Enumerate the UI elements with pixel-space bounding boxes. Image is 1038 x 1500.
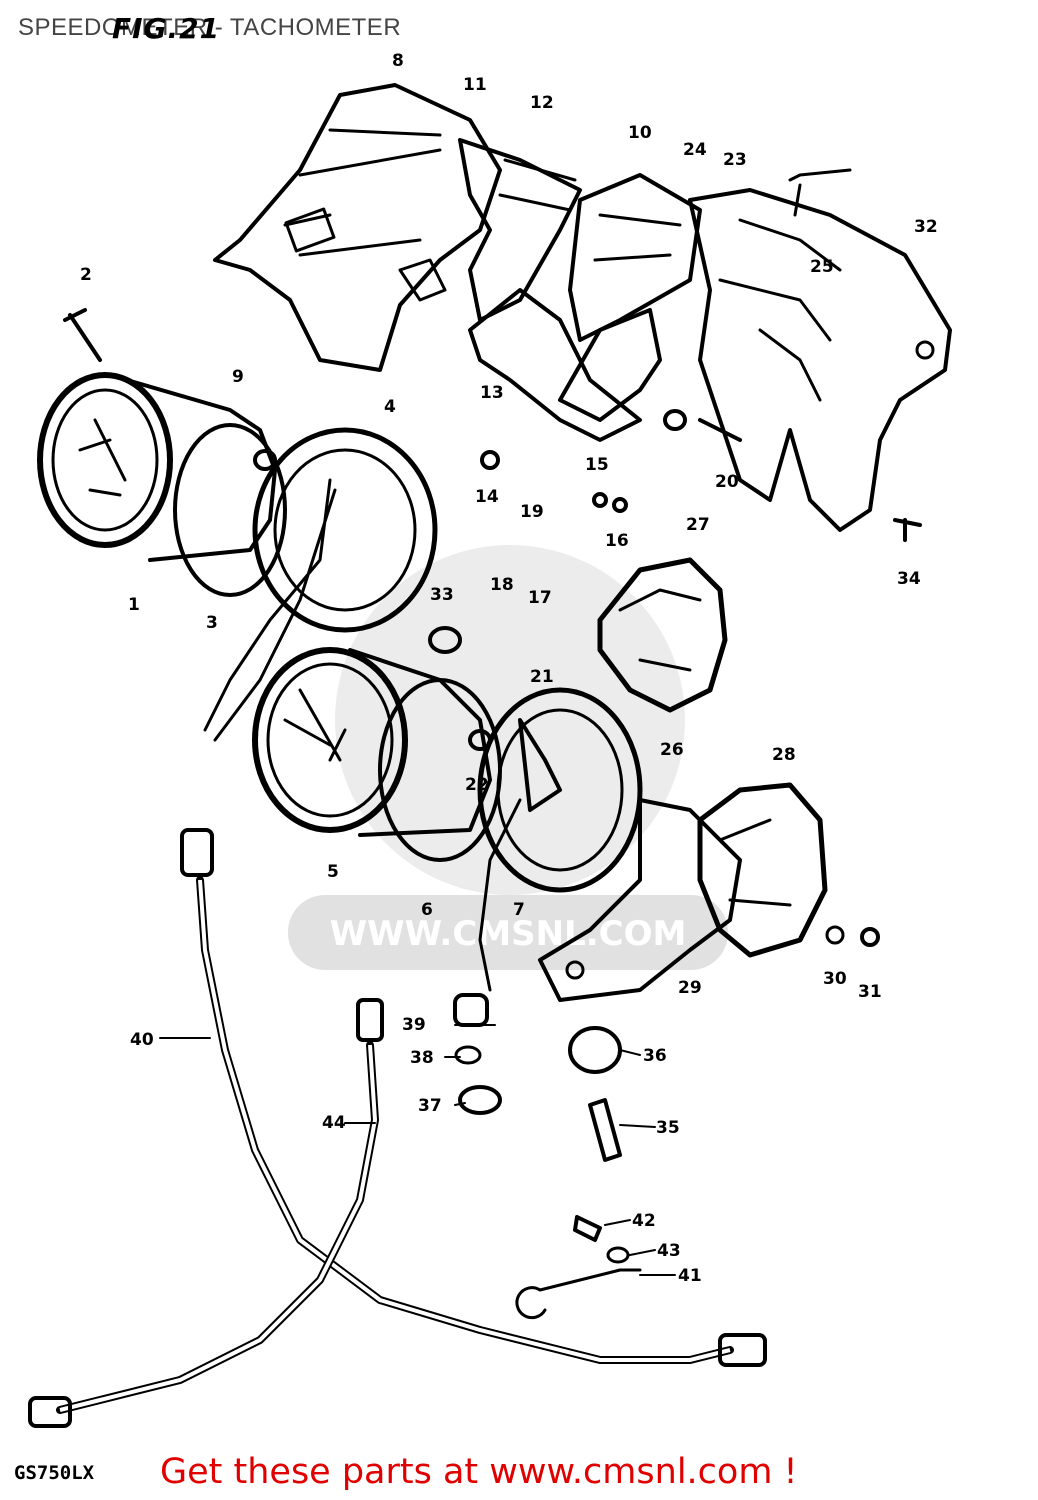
callout-12: 12 xyxy=(530,93,554,113)
figure-label: FIG.21 xyxy=(112,12,221,45)
tachometer-case-parts xyxy=(378,678,643,992)
speedometer-cable-part-40 xyxy=(180,828,767,1367)
callout-17: 17 xyxy=(528,588,552,608)
callout-20: 20 xyxy=(715,472,739,492)
callout-27: 27 xyxy=(686,515,710,535)
callout-15: 15 xyxy=(585,455,609,475)
callout-42: 42 xyxy=(632,1211,656,1231)
callout-41: 41 xyxy=(678,1266,702,1286)
callout-21: 21 xyxy=(530,667,554,687)
speedometer-case-parts xyxy=(173,423,438,742)
callout-24: 24 xyxy=(683,140,707,160)
backing-plate-part-27 xyxy=(597,557,728,713)
callout-11: 11 xyxy=(463,75,487,95)
callout-6: 6 xyxy=(421,900,433,920)
callout-5: 5 xyxy=(327,862,339,882)
callout-14: 14 xyxy=(475,487,499,507)
callout-33: 33 xyxy=(430,585,454,605)
callout-30: 30 xyxy=(823,969,847,989)
callout-40: 40 xyxy=(130,1030,154,1050)
footer-parts-link[interactable]: Get these parts at www.cmsnl.com ! xyxy=(160,1452,798,1492)
callout-7: 7 xyxy=(513,900,525,920)
callout-34: 34 xyxy=(897,569,921,589)
callout-16: 16 xyxy=(605,531,629,551)
callout-37: 37 xyxy=(418,1096,442,1116)
callout-23: 23 xyxy=(723,150,747,170)
bracket-part-13 xyxy=(468,288,642,442)
callout-29: 29 xyxy=(678,978,702,998)
callout-32: 32 xyxy=(914,217,938,237)
callout-4: 4 xyxy=(384,397,396,417)
callout-28: 28 xyxy=(772,745,796,765)
indicator-panel-parts xyxy=(458,138,702,422)
model-code: GS750LX xyxy=(14,1462,95,1484)
watermark-text: WWW.CMSNL.COM xyxy=(330,914,687,954)
callout-3: 3 xyxy=(206,613,218,633)
callout-35: 35 xyxy=(656,1118,680,1138)
callout-38: 38 xyxy=(410,1048,434,1068)
callout-25: 25 xyxy=(810,257,834,277)
callout-39: 39 xyxy=(402,1015,426,1035)
callout-43: 43 xyxy=(657,1241,681,1261)
tachometer-cable-part-44 xyxy=(28,998,384,1428)
leader-lines xyxy=(159,1024,676,1276)
callout-26: 26 xyxy=(660,740,684,760)
backing-plate-part-28 xyxy=(697,782,828,958)
callout-44: 44 xyxy=(322,1113,346,1133)
page-title: SPEEDOMETER - TACHOMETER xyxy=(18,14,402,41)
callout-2: 2 xyxy=(80,265,92,285)
callout-1: 1 xyxy=(128,595,140,615)
callout-18: 18 xyxy=(490,575,514,595)
callout-10: 10 xyxy=(628,123,652,143)
callout-36: 36 xyxy=(643,1046,667,1066)
callout-8: 8 xyxy=(392,51,404,71)
callout-31: 31 xyxy=(858,982,882,1002)
speedometer-part-1 xyxy=(37,372,277,562)
callout-13: 13 xyxy=(480,383,504,403)
callout-19: 19 xyxy=(520,502,544,522)
callout-22: 22 xyxy=(465,775,489,795)
upper-housing-part-8 xyxy=(213,83,502,372)
mounting-bracket-part-29 xyxy=(538,798,742,1002)
right-housing-part-32 xyxy=(688,168,952,532)
callout-labels: 1 2 3 4 5 6 7 8 9 10 11 12 13 14 15 16 1… xyxy=(80,51,938,1286)
callout-9: 9 xyxy=(232,367,244,387)
